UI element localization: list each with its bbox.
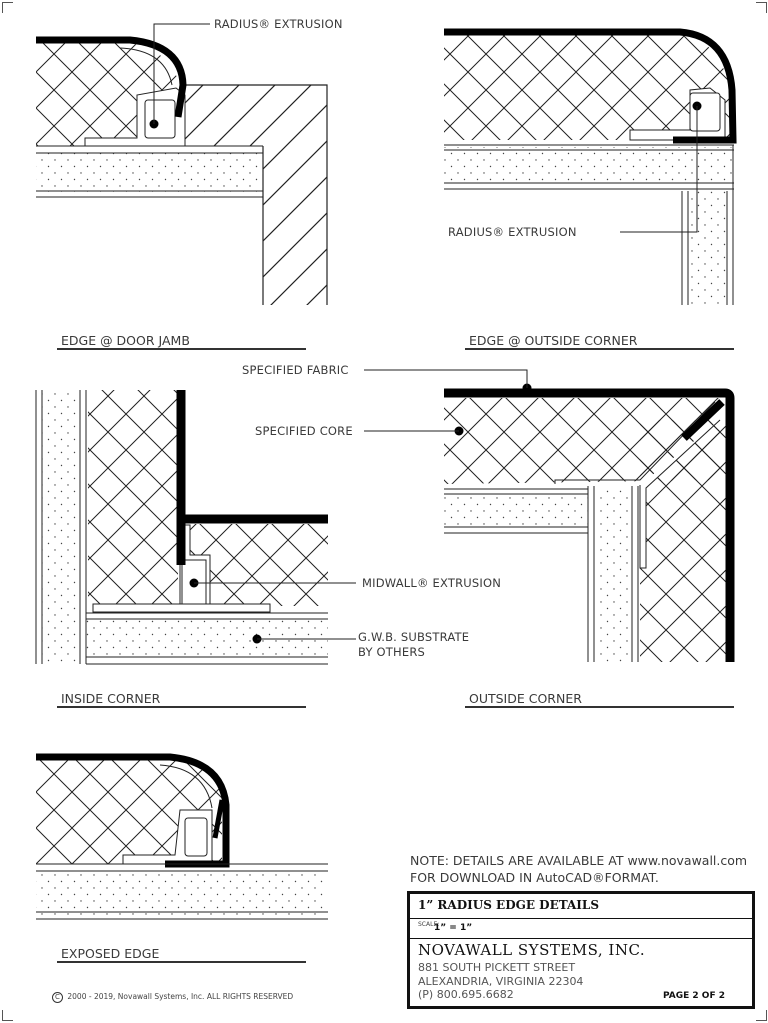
- detail-outside-corner: [364, 369, 735, 662]
- note-line-1: NOTE: DETAILS ARE AVAILABLE AT www.novaw…: [410, 853, 748, 868]
- title-underline: [57, 348, 306, 350]
- crop-mark-bottom-left: [2, 1010, 13, 1021]
- scale-label: SCALE:: [418, 921, 440, 928]
- callout-specified-core: SPECIFIED CORE: [255, 424, 353, 438]
- company-name: NOVAWALL SYSTEMS, INC.: [418, 941, 646, 959]
- page-number: PAGE 2 OF 2: [663, 991, 725, 1001]
- scale-value: 1” = 1”: [434, 923, 473, 933]
- phone-number: (P) 800.695.6682: [418, 988, 514, 1001]
- callout-midwall-extrusion: MIDWALL® EXTRUSION: [362, 576, 502, 590]
- copyright-icon: C: [52, 992, 63, 1003]
- callout-gwb-substrate: G.W.B. SUBSTRATE: [358, 630, 470, 644]
- detail-title-edge-outside-corner: EDGE @ OUTSIDE CORNER: [469, 333, 638, 348]
- copyright-notice: C 2000 - 2019, Novawall Systems, Inc. AL…: [52, 992, 293, 1003]
- address-line-1: 881 SOUTH PICKETT STREET: [418, 961, 576, 974]
- title-block-title-row: 1” RADIUS EDGE DETAILS: [410, 894, 752, 919]
- detail-title-exposed-edge: EXPOSED EDGE: [61, 946, 160, 961]
- detail-title-inside-corner: INSIDE CORNER: [61, 691, 161, 706]
- title-underline: [465, 706, 734, 708]
- crop-mark-top-right: [756, 2, 767, 13]
- detail-title-edge-door-jamb: EDGE @ DOOR JAMB: [61, 333, 190, 348]
- callout-by-others: BY OTHERS: [358, 645, 426, 659]
- note-line-2: FOR DOWNLOAD IN AutoCAD®FORMAT.: [410, 870, 659, 885]
- title-underline: [465, 348, 734, 350]
- copyright-text: 2000 - 2019, Novawall Systems, Inc. ALL …: [67, 992, 294, 1001]
- callout-radius-extrusion-2: RADIUS® EXTRUSION: [448, 225, 577, 239]
- callout-specified-fabric: SPECIFIED FABRIC: [242, 363, 349, 377]
- drawing-title: 1” RADIUS EDGE DETAILS: [418, 898, 600, 912]
- title-underline: [57, 706, 306, 708]
- title-block-scale-row: SCALE: 1” = 1”: [410, 918, 752, 939]
- detail-edge-door-jamb: [36, 23, 328, 305]
- detail-exposed-edge: [36, 753, 328, 920]
- detail-edge-outside-corner: [444, 28, 737, 305]
- crop-mark-bottom-right: [756, 1010, 767, 1021]
- callout-radius-extrusion-1: RADIUS® EXTRUSION: [214, 17, 343, 31]
- detail-title-outside-corner: OUTSIDE CORNER: [469, 691, 582, 706]
- crop-mark-top-left: [2, 2, 13, 13]
- title-block: 1” RADIUS EDGE DETAILS SCALE: 1” = 1” NO…: [407, 891, 755, 1009]
- address-line-2: ALEXANDRIA, VIRGINIA 22304: [418, 975, 584, 988]
- title-underline: [57, 961, 306, 963]
- detail-inside-corner: [35, 390, 356, 665]
